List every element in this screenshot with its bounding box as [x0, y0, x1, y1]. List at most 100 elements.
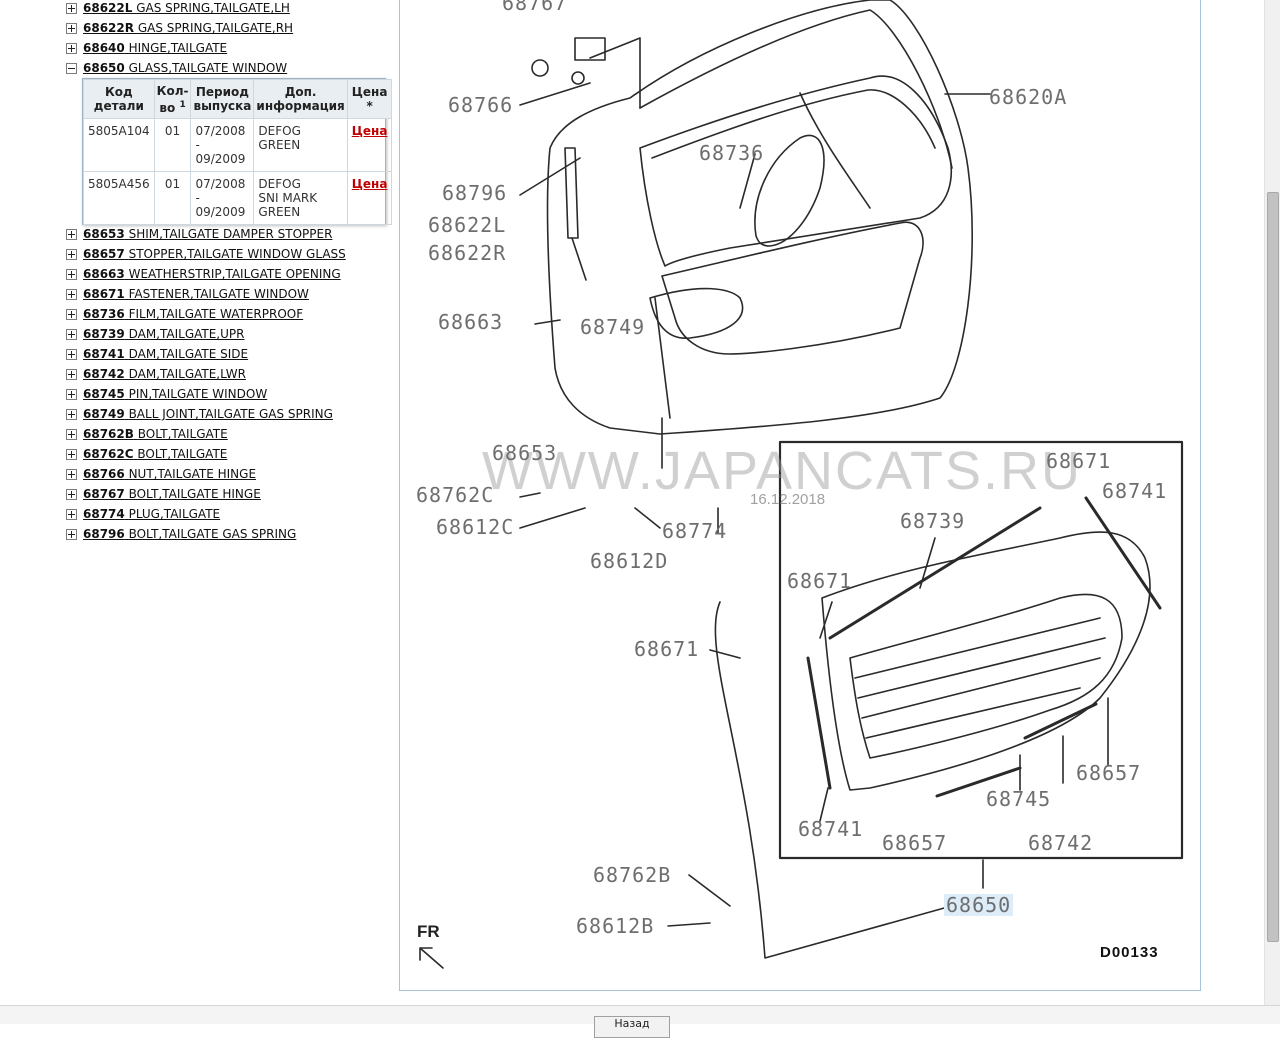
expand-icon[interactable]	[66, 428, 77, 440]
part-link[interactable]: 68774 PLUG,TAILGATE	[83, 507, 220, 521]
part-list-item-68742[interactable]: 68742 DAM,TAILGATE,LWR	[66, 365, 246, 383]
part-list-item-68622r[interactable]: 68622R GAS SPRING,TAILGATE,RH	[66, 19, 293, 37]
part-link[interactable]: 68741 DAM,TAILGATE SIDE	[83, 347, 248, 361]
cell-part-code: 5805A104	[83, 118, 155, 172]
part-link[interactable]: 68622L GAS SPRING,TAILGATE,LH	[83, 1, 290, 15]
part-link[interactable]: 68767 BOLT,TAILGATE HINGE	[83, 487, 261, 501]
part-list-item-68766[interactable]: 68766 NUT,TAILGATE HINGE	[66, 465, 256, 483]
part-code: 68796	[83, 527, 125, 541]
part-list-item-68653[interactable]: 68653 SHIM,TAILGATE DAMPER STOPPER	[66, 225, 332, 243]
part-link[interactable]: 68622R GAS SPRING,TAILGATE,RH	[83, 21, 293, 35]
callout-68622l[interactable]: 68622L	[428, 213, 507, 237]
callout-68774[interactable]: 68774	[662, 519, 728, 543]
expand-icon[interactable]	[66, 268, 77, 280]
callout-68741[interactable]: 68741	[798, 817, 864, 841]
expand-icon[interactable]	[66, 42, 77, 54]
back-button[interactable]: Назад	[594, 1016, 670, 1038]
callout-68657[interactable]: 68657	[882, 831, 948, 855]
price-link[interactable]: Цена	[351, 124, 388, 138]
expand-icon[interactable]	[66, 408, 77, 420]
expand-icon[interactable]	[66, 348, 77, 360]
price-link[interactable]: Цена	[351, 177, 388, 191]
expand-icon[interactable]	[66, 288, 77, 300]
expand-icon[interactable]	[66, 248, 77, 260]
expand-icon[interactable]	[66, 308, 77, 320]
part-list-item-68671[interactable]: 68671 FASTENER,TAILGATE WINDOW	[66, 285, 309, 303]
expand-icon[interactable]	[66, 368, 77, 380]
callout-68671[interactable]: 68671	[1046, 449, 1112, 473]
part-list-item-68622l[interactable]: 68622L GAS SPRING,TAILGATE,LH	[66, 0, 290, 17]
part-list-item-68663[interactable]: 68663 WEATHERSTRIP,TAILGATE OPENING	[66, 265, 341, 283]
part-link[interactable]: 68739 DAM,TAILGATE,UPR	[83, 327, 244, 341]
callout-68766[interactable]: 68766	[448, 93, 514, 117]
expand-icon[interactable]	[66, 448, 77, 460]
callout-68671[interactable]: 68671	[787, 569, 853, 593]
part-link[interactable]: 68657 STOPPER,TAILGATE WINDOW GLASS	[83, 247, 346, 261]
expand-icon[interactable]	[66, 22, 77, 34]
callout-68657[interactable]: 68657	[1076, 761, 1142, 785]
callout-68762b[interactable]: 68762B	[593, 863, 672, 887]
callout-68739[interactable]: 68739	[900, 509, 966, 533]
callout-68767[interactable]: 68767	[502, 0, 568, 15]
part-link[interactable]: 68650 GLASS,TAILGATE WINDOW	[83, 61, 287, 75]
expand-icon[interactable]	[66, 468, 77, 480]
info-line: GREEN	[258, 205, 301, 219]
callout-68653[interactable]: 68653	[492, 441, 558, 465]
part-list-item-68749[interactable]: 68749 BALL JOINT,TAILGATE GAS SPRING	[66, 405, 333, 423]
part-link[interactable]: 68762C BOLT,TAILGATE	[83, 447, 227, 461]
collapse-icon[interactable]	[66, 62, 77, 74]
part-list-item-68640[interactable]: 68640 HINGE,TAILGATE	[66, 39, 227, 57]
part-link[interactable]: 68762B BOLT,TAILGATE	[83, 427, 228, 441]
callout-68663[interactable]: 68663	[438, 310, 504, 334]
expand-icon[interactable]	[66, 488, 77, 500]
part-link[interactable]: 68742 DAM,TAILGATE,LWR	[83, 367, 246, 381]
part-link[interactable]: 68653 SHIM,TAILGATE DAMPER STOPPER	[83, 227, 332, 241]
expand-icon[interactable]	[66, 2, 77, 14]
part-link[interactable]: 68736 FILM,TAILGATE WATERPROOF	[83, 307, 303, 321]
part-link[interactable]: 68749 BALL JOINT,TAILGATE GAS SPRING	[83, 407, 333, 421]
callout-68612c[interactable]: 68612C	[436, 515, 515, 539]
part-name: GLASS,TAILGATE WINDOW	[128, 61, 288, 75]
part-link[interactable]: 68640 HINGE,TAILGATE	[83, 41, 227, 55]
part-list-item-68796[interactable]: 68796 BOLT,TAILGATE GAS SPRING	[66, 525, 296, 543]
callout-68796[interactable]: 68796	[442, 181, 508, 205]
part-list-item-68736[interactable]: 68736 FILM,TAILGATE WATERPROOF	[66, 305, 303, 323]
cell-part-code: 5805A456	[83, 171, 155, 225]
part-list-item-68745[interactable]: 68745 PIN,TAILGATE WINDOW	[66, 385, 267, 403]
part-link[interactable]: 68745 PIN,TAILGATE WINDOW	[83, 387, 267, 401]
part-link[interactable]: 68671 FASTENER,TAILGATE WINDOW	[83, 287, 309, 301]
part-list-item-68657[interactable]: 68657 STOPPER,TAILGATE WINDOW GLASS	[66, 245, 346, 263]
callout-68741[interactable]: 68741	[1102, 479, 1168, 503]
expand-icon[interactable]	[66, 228, 77, 240]
part-list-item-68767[interactable]: 68767 BOLT,TAILGATE HINGE	[66, 485, 261, 503]
part-link[interactable]: 68663 WEATHERSTRIP,TAILGATE OPENING	[83, 267, 341, 281]
part-list-item-68650[interactable]: 68650 GLASS,TAILGATE WINDOW	[66, 59, 287, 77]
part-name: SHIM,TAILGATE DAMPER STOPPER	[128, 227, 333, 241]
expand-icon[interactable]	[66, 508, 77, 520]
expand-icon[interactable]	[66, 328, 77, 340]
header-qty: Кол-во 1	[153, 79, 192, 119]
callout-68612b[interactable]: 68612B	[576, 914, 655, 938]
callout-68745[interactable]: 68745	[986, 787, 1052, 811]
part-list-item-68762c[interactable]: 68762C BOLT,TAILGATE	[66, 445, 227, 463]
part-list-item-68741[interactable]: 68741 DAM,TAILGATE SIDE	[66, 345, 248, 363]
callout-68742[interactable]: 68742	[1028, 831, 1094, 855]
part-list-item-68774[interactable]: 68774 PLUG,TAILGATE	[66, 505, 220, 523]
expand-icon[interactable]	[66, 528, 77, 540]
callout-68650[interactable]: 68650	[944, 893, 1014, 917]
callout-68749[interactable]: 68749	[580, 315, 646, 339]
callout-68612d[interactable]: 68612D	[590, 549, 669, 573]
callout-68622r[interactable]: 68622R	[428, 241, 507, 265]
scrollbar-thumb[interactable]	[1267, 192, 1279, 942]
callout-68736[interactable]: 68736	[699, 141, 765, 165]
part-list-item-68762b[interactable]: 68762B BOLT,TAILGATE	[66, 425, 228, 443]
part-code: 68663	[83, 267, 125, 281]
vertical-scrollbar[interactable]	[1264, 0, 1280, 1005]
callout-68620a[interactable]: 68620A	[989, 85, 1068, 109]
callout-68671[interactable]: 68671	[634, 637, 700, 661]
part-link[interactable]: 68796 BOLT,TAILGATE GAS SPRING	[83, 527, 296, 541]
part-list-item-68739[interactable]: 68739 DAM,TAILGATE,UPR	[66, 325, 244, 343]
callout-68762c[interactable]: 68762C	[416, 483, 495, 507]
expand-icon[interactable]	[66, 388, 77, 400]
part-link[interactable]: 68766 NUT,TAILGATE HINGE	[83, 467, 256, 481]
